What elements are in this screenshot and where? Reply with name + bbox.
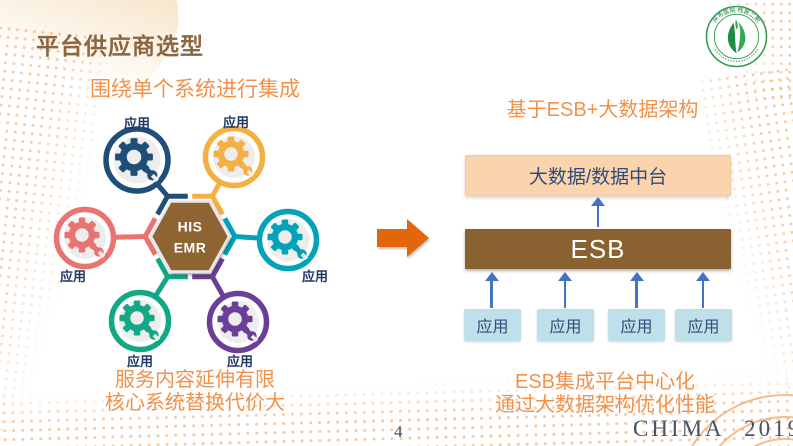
page-number: 4 bbox=[394, 422, 403, 441]
app-node-top-right: 应用 bbox=[202, 115, 266, 189]
app-box: 应用 bbox=[608, 309, 665, 341]
right-panel-heading: 基于ESB+大数据架构 bbox=[506, 99, 699, 121]
data-platform-box: 大数据/数据中台 bbox=[465, 155, 731, 196]
caption-line: 服务内容延伸有限 bbox=[115, 369, 275, 391]
hospital-logo: 柳州市医院 桂医二附院 bbox=[705, 5, 768, 68]
chima-watermark: CHIMA 2019 bbox=[633, 416, 793, 441]
app-node-right: 应用 bbox=[256, 208, 328, 284]
app-box: 应用 bbox=[464, 309, 521, 341]
app-node-bottom-left: 应用 bbox=[108, 289, 172, 369]
hexagon-line2: EMR bbox=[174, 240, 207, 256]
right-panel-caption: ESB集成平台中心化 通过大数据架构优化性能 bbox=[465, 371, 745, 417]
logo-outer-ring bbox=[705, 5, 768, 68]
up-arrow-icon bbox=[558, 272, 572, 308]
page-title: 平台供应商选型 bbox=[36, 33, 204, 59]
app-box: 应用 bbox=[675, 309, 732, 341]
app-box: 应用 bbox=[537, 309, 594, 341]
up-arrow-icon bbox=[484, 272, 499, 308]
caption-line: 通过大数据架构优化性能 bbox=[495, 394, 715, 416]
app-node-label: 应用 bbox=[223, 115, 249, 130]
up-arrow-icon bbox=[629, 272, 644, 308]
app-node-label: 应用 bbox=[302, 269, 328, 284]
app-node-label: 应用 bbox=[227, 354, 253, 369]
app-node-label: 应用 bbox=[127, 354, 153, 369]
caption-line: 核心系统替换代价大 bbox=[105, 392, 285, 414]
app-node-bottom-right: 应用 bbox=[206, 290, 270, 369]
up-arrow-icon bbox=[591, 197, 605, 227]
hexagon-line1: HIS bbox=[178, 219, 203, 235]
caption-line: ESB集成平台中心化 bbox=[514, 371, 696, 393]
app-node-left: 应用 bbox=[53, 206, 117, 284]
up-arrow-icon bbox=[696, 272, 710, 308]
left-panel-caption: 服务内容延伸有限 核心系统替换代价大 bbox=[55, 369, 335, 415]
transform-arrow-icon bbox=[377, 219, 429, 257]
app-node-top-left: 应用 bbox=[103, 116, 171, 194]
esb-box: ESB bbox=[465, 229, 731, 269]
hex-diagram: HIS EMR 应用 应用 应用 应用 bbox=[53, 115, 328, 369]
app-node-label: 应用 bbox=[124, 116, 150, 131]
app-node-label: 应用 bbox=[60, 269, 86, 284]
left-panel-heading: 围绕单个系统进行集成 bbox=[90, 78, 300, 101]
hexagon-core bbox=[149, 200, 231, 273]
